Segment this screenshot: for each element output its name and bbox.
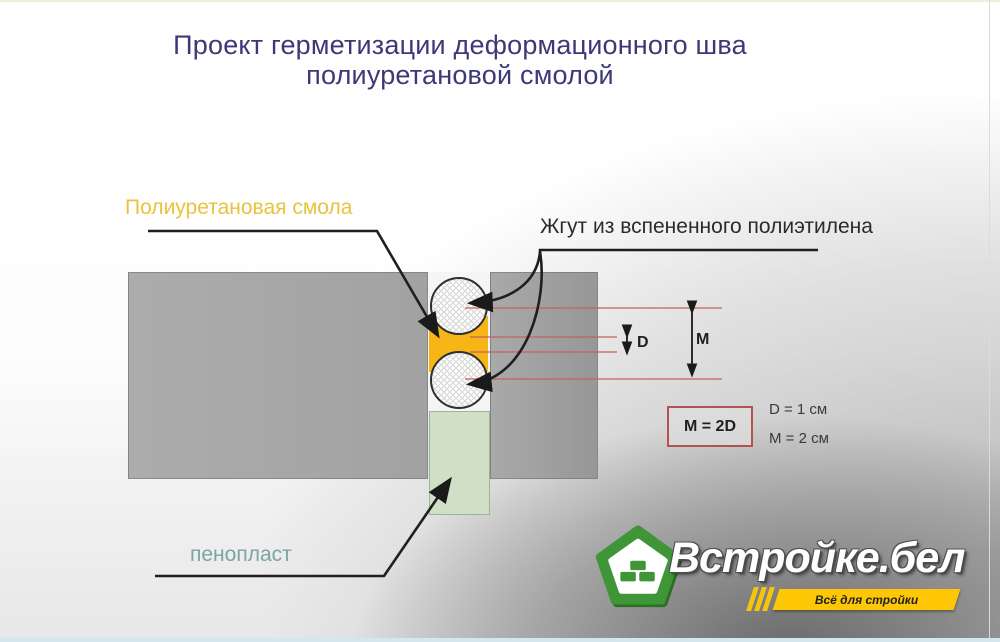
label-foamed-polyethylene-cord: Жгут из вспененного полиэтилена — [540, 215, 873, 238]
logo-tagline: Всё для стройки — [814, 592, 919, 607]
title-line-1: Проект герметизации деформационного шва — [173, 30, 747, 60]
m-value-text: M = 2 см — [769, 430, 829, 447]
label-foam-plastic: пенопласт — [190, 543, 292, 566]
cord-circle-bottom — [430, 351, 488, 409]
title-line-2: полиуретановой смолой — [306, 60, 614, 90]
d-value-text: D = 1 см — [769, 401, 828, 418]
banner-stripes — [746, 587, 775, 611]
concrete-slab-left — [128, 272, 428, 479]
leader-cord-underline — [538, 248, 818, 254]
cord-circle-top — [430, 277, 488, 335]
logo-banner: Всё для стройки — [772, 589, 961, 610]
formula-box: M = 2D — [667, 406, 753, 447]
bottom-border-line — [0, 638, 1000, 642]
right-border-line — [989, 0, 990, 642]
page-title: Проект герметизации деформационного шва … — [60, 30, 860, 90]
concrete-slab-right — [490, 272, 598, 479]
top-border-line — [0, 0, 1000, 2]
logo-pentagon-icon — [595, 525, 682, 608]
site-logo: Встройке.бел Всё для стройки — [594, 520, 994, 620]
formula-text: M = 2D — [683, 417, 736, 435]
logo-bricks-glyph — [620, 560, 655, 582]
label-polyurethane-resin: Полиуретановая смола — [125, 196, 353, 219]
dimension-label-d: D — [637, 334, 649, 351]
dimension-label-m: M — [696, 331, 710, 348]
logo-wordmark: Встройке.бел — [669, 534, 965, 582]
foam-plastic-board — [429, 411, 490, 515]
